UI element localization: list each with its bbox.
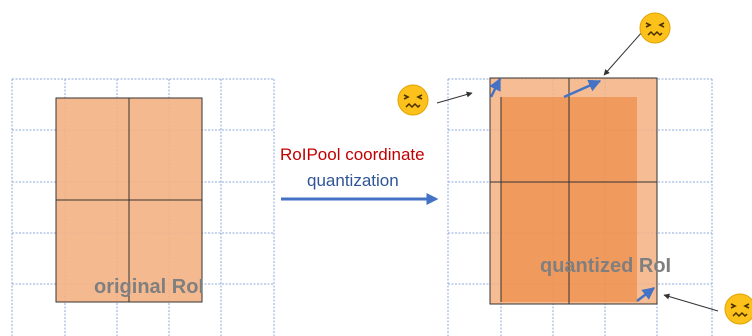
- pointer-arrow-top: [603, 30, 644, 76]
- arrow-caption-line2: quantization: [307, 171, 399, 190]
- confounded-face-icon: [397, 84, 429, 116]
- arrow-caption-line1: RoIPool coordinate: [280, 145, 425, 164]
- shift-arrow-top-mid: [563, 79, 602, 99]
- shift-arrow-top-left: [489, 77, 502, 98]
- original-roi-label: original RoI: [94, 276, 204, 298]
- pointer-arrow-bottom: [663, 293, 719, 312]
- pointer-arrow-left: [436, 91, 473, 104]
- confounded-face-icon: [724, 293, 752, 325]
- quantized-roi-label: quantized RoI: [540, 255, 671, 277]
- confounded-face-icon: [639, 12, 671, 44]
- shift-arrow-bottom-right: [636, 287, 655, 302]
